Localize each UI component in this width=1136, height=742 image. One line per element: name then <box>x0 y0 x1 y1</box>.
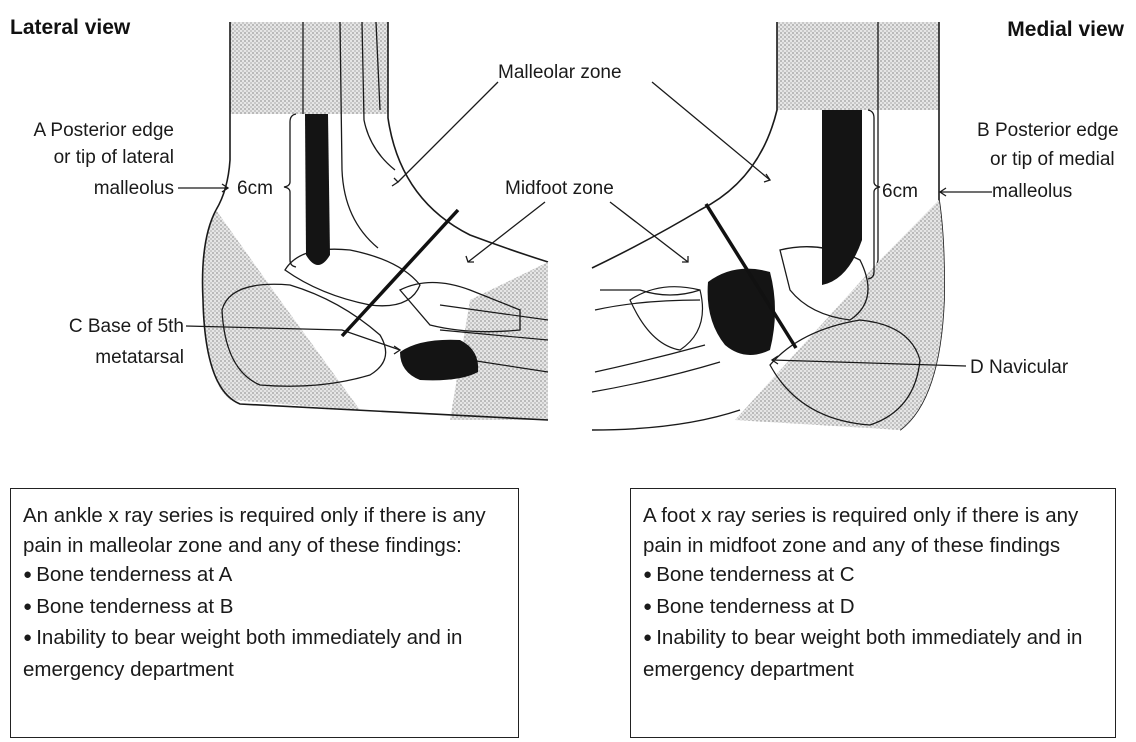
lateral-midfoot-zone-line <box>342 210 458 336</box>
ankle-finding: Bone tenderness at A <box>23 560 508 592</box>
label-b-line-3: malleolus <box>992 181 1072 202</box>
label-b-line-1: B Posterior edge <box>977 120 1119 141</box>
lateral-6cm-bracket <box>284 114 296 267</box>
label-a-line-1: A Posterior edge <box>34 120 174 141</box>
medial-distance-label: 6cm <box>882 181 918 202</box>
foot-finding: Bone tenderness at C <box>643 560 1105 592</box>
foot-findings-list: Bone tenderness at C Bone tenderness at … <box>643 560 1105 684</box>
label-c-line-2: metatarsal <box>95 347 184 368</box>
lateral-heel-shade <box>203 210 360 410</box>
ankle-findings-list: Bone tenderness at A Bone tenderness at … <box>23 560 508 684</box>
midfoot-zone-label: Midfoot zone <box>505 178 614 199</box>
label-b-line-2: or tip of medial <box>990 149 1115 170</box>
label-a-line-2: or tip of lateral <box>54 147 174 168</box>
ankle-finding: Inability to bear weight both immediatel… <box>23 623 508 684</box>
lateral-malleolus-marker <box>305 114 330 265</box>
navicular-marker <box>708 269 775 355</box>
foot-rule-intro: A foot x ray series is required only if … <box>643 501 1105 560</box>
lateral-leg-shade <box>230 22 388 114</box>
foot-rule-box: A foot x ray series is required only if … <box>630 488 1116 738</box>
medial-leg-shade <box>777 22 939 110</box>
lateral-view-title: Lateral view <box>10 16 131 39</box>
lateral-distance-label: 6cm <box>237 178 273 199</box>
foot-finding: Bone tenderness at D <box>643 592 1105 624</box>
label-d: D Navicular <box>970 357 1069 378</box>
ankle-rule-box: An ankle x ray series is required only i… <box>10 488 519 738</box>
ankle-finding: Bone tenderness at B <box>23 592 508 624</box>
medial-view-title: Medial view <box>1007 18 1124 41</box>
fifth-metatarsal-base-marker <box>400 340 478 381</box>
ankle-rule-intro: An ankle x ray series is required only i… <box>23 501 508 560</box>
malleolar-zone-label: Malleolar zone <box>498 62 622 83</box>
foot-finding: Inability to bear weight both immediatel… <box>643 623 1105 684</box>
lateral-foot-illustration <box>203 22 548 420</box>
label-a-line-3: malleolus <box>94 178 174 199</box>
label-c-line-1: C Base of 5th <box>69 316 184 337</box>
medial-foot-illustration <box>592 22 944 430</box>
